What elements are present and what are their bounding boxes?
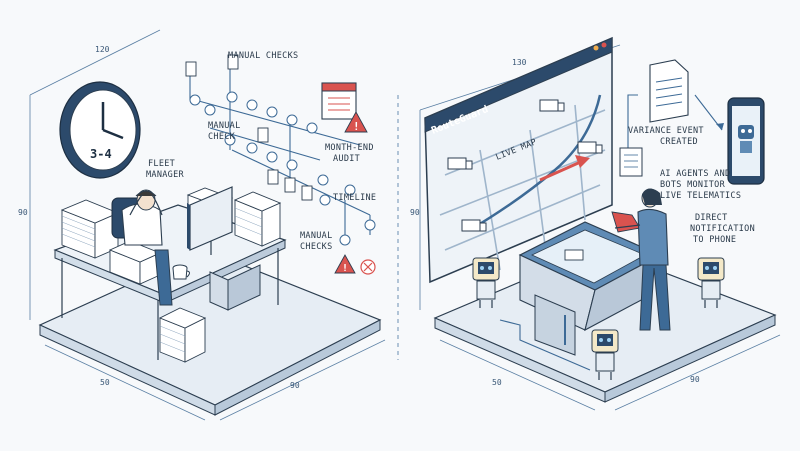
right-dim-front-right: 90 <box>690 375 700 384</box>
label-direct-3: TO PHONE <box>693 235 736 245</box>
left-dim-top: 120 <box>95 45 110 54</box>
alert-panel-icon <box>620 148 642 176</box>
left-dim-front-right: 90 <box>290 381 300 390</box>
phone-icon <box>728 98 764 184</box>
label-ai-3: LIVE TELEMATICS <box>660 191 741 201</box>
label-ai-2: BOTS MONITOR <box>660 180 726 190</box>
wall-clock: 3-4 <box>60 82 140 178</box>
label-manual-check-1: MANUAL <box>208 121 241 131</box>
right-dim-front-left: 50 <box>492 378 502 387</box>
legacy-scene: 120 90 50 90 3-4 <box>18 30 385 420</box>
alert-flag-icon <box>612 212 640 232</box>
label-direct-2: NOTIFICATION <box>690 224 755 234</box>
document-icon <box>650 60 688 122</box>
left-dim-side: 90 <box>18 208 28 217</box>
label-direct-1: DIRECT <box>695 213 728 223</box>
label-manual-checks-b1: MANUAL <box>300 231 333 241</box>
left-dim-front-left: 50 <box>100 378 110 387</box>
label-month-end-1: MONTH-END <box>325 143 374 153</box>
label-manual-check-2: CHECK <box>208 132 236 142</box>
label-manual-checks-b2: CHECKS <box>300 242 333 252</box>
label-manual-checks-top: MANUAL CHECKS <box>228 51 298 61</box>
label-timeline: TIMELINE <box>333 193 376 203</box>
automated-scene: 130 90 50 90 RouteGuard LI <box>410 38 780 410</box>
right-dim-top: 130 <box>512 58 527 67</box>
label-ai-1: AI AGENTS AND <box>660 169 730 179</box>
label-variance-2: CREATED <box>660 137 698 147</box>
label-fleet-1: FLEET <box>148 159 175 169</box>
label-fleet-2: MANAGER <box>146 170 185 180</box>
svg-text:!: ! <box>342 263 348 274</box>
right-dim-side: 90 <box>410 208 420 217</box>
label-month-end-2: AUDIT <box>333 154 360 164</box>
label-variance-1: VARIANCE EVENT <box>628 126 704 136</box>
clock-face-text: 3-4 <box>90 147 112 161</box>
svg-text:!: ! <box>353 120 360 133</box>
